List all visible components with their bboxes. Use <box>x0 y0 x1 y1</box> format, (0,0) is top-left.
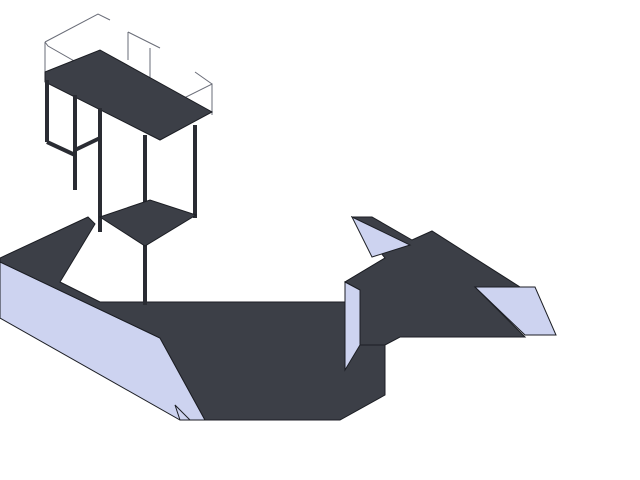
right-block-front-lit-face <box>344 281 361 372</box>
right-block-side-lit-face <box>473 286 557 336</box>
lower-frame <box>98 199 198 247</box>
corner-lit-notch <box>174 404 192 421</box>
tabletop <box>44 49 214 141</box>
base-platform <box>0 215 557 421</box>
right-block-top-lit-face <box>350 215 412 258</box>
stand-structure <box>44 13 214 305</box>
